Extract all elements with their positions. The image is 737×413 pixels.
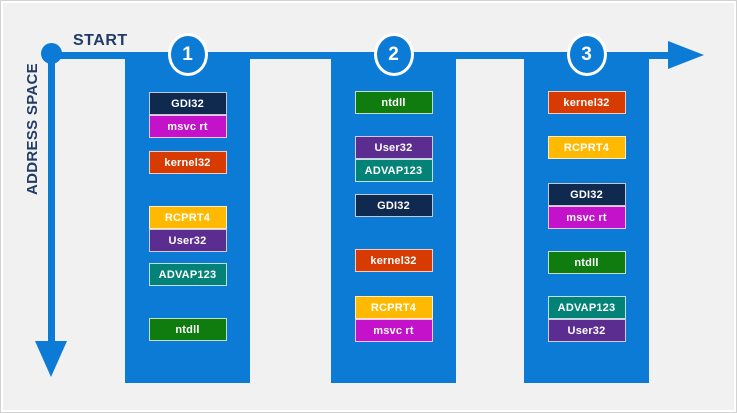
module-block-kernel32: kernel32 bbox=[148, 151, 227, 174]
module-block-rcprt4: RCPRT4 bbox=[547, 136, 626, 159]
module-block-user32: User32 bbox=[148, 229, 227, 252]
vertical-axis-line bbox=[48, 55, 55, 343]
step-badge-3: 3 bbox=[566, 33, 607, 76]
module-block-ntdll: ntdll bbox=[148, 318, 227, 341]
module-block-advap123: ADVAP123 bbox=[148, 263, 227, 286]
module-block-kernel32: kernel32 bbox=[547, 91, 626, 114]
start-label: START bbox=[73, 32, 128, 49]
start-dot-icon bbox=[41, 43, 62, 64]
down-arrowhead-icon bbox=[35, 341, 67, 377]
module-block-rcprt4: RCPRT4 bbox=[354, 296, 433, 319]
module-block-ntdll: ntdll bbox=[547, 251, 626, 274]
right-arrowhead-icon bbox=[668, 41, 704, 69]
module-block-kernel32: kernel32 bbox=[354, 249, 433, 272]
module-block-ntdll: ntdll bbox=[354, 91, 433, 114]
module-block-gdi32: GDI32 bbox=[148, 92, 227, 115]
module-block-gdi32: GDI32 bbox=[354, 194, 433, 217]
module-block-user32: User32 bbox=[547, 319, 626, 342]
module-block-msvc-rt: msvc rt bbox=[547, 206, 626, 229]
address-space-axis-label: ADDRESS SPACE bbox=[24, 63, 41, 195]
module-block-rcprt4: RCPRT4 bbox=[148, 206, 227, 229]
module-block-msvc-rt: msvc rt bbox=[354, 319, 433, 342]
step-badge-1: 1 bbox=[167, 33, 208, 76]
module-block-advap123: ADVAP123 bbox=[547, 296, 626, 319]
module-block-user32: User32 bbox=[354, 136, 433, 159]
step-badge-2: 2 bbox=[373, 33, 414, 76]
module-block-advap123: ADVAP123 bbox=[354, 159, 433, 182]
module-block-msvc-rt: msvc rt bbox=[148, 115, 227, 138]
module-block-gdi32: GDI32 bbox=[547, 183, 626, 206]
